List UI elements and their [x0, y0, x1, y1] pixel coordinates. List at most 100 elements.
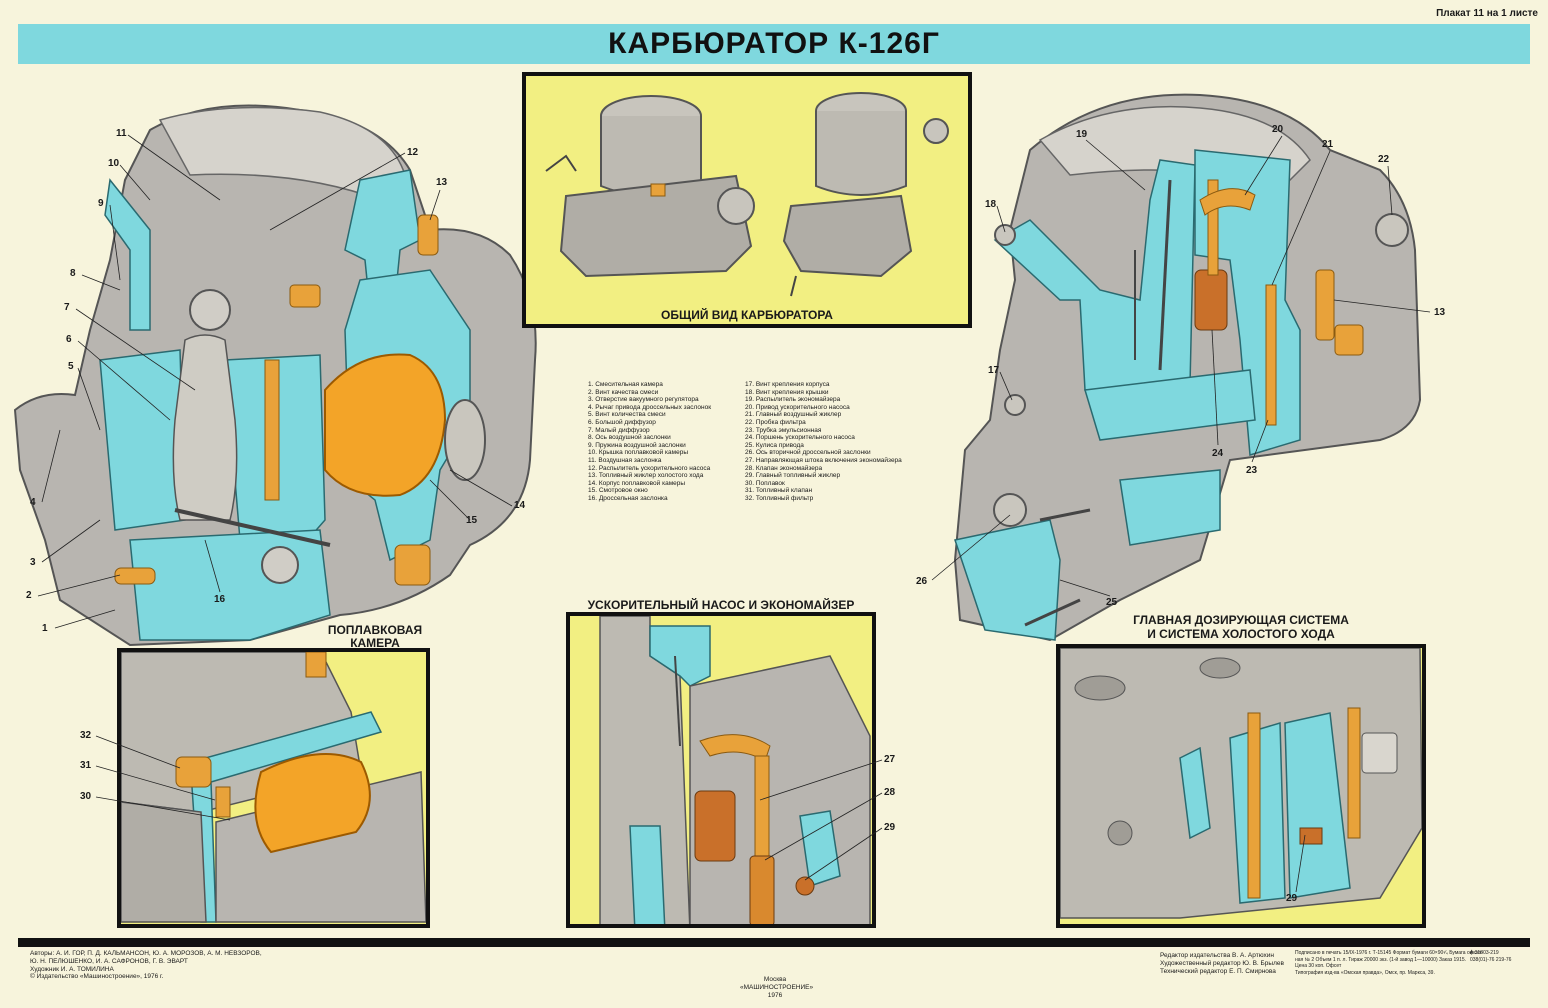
callout-27: 27	[884, 754, 896, 765]
legend-item: 15. Смотровое окно	[588, 487, 648, 495]
legend-item: 26. Ось вторичной дроссельной заслонки	[745, 449, 871, 457]
jet-tube	[264, 359, 280, 501]
callout-5: 5	[68, 361, 74, 372]
credits-print-3: Цена 30 коп. Офсет	[1295, 963, 1342, 969]
emulsion-tube	[1265, 284, 1277, 426]
nut	[394, 544, 431, 586]
callout-3: 3	[30, 557, 36, 568]
credits-codes: А 31803-219 038(01)-76 219-76	[1470, 950, 1511, 963]
legend-item: 2. Винт качества смеси	[588, 388, 659, 396]
callout-20: 20	[1272, 124, 1284, 135]
legend-item: 12. Распылитель ускорительного насоса	[588, 464, 711, 472]
callout-32: 32	[80, 730, 92, 741]
legend-item: 8. Ось воздушной заслонки	[588, 434, 671, 442]
float-chamber-caption-2: КАМЕРА	[350, 636, 400, 650]
plate-note: Плакат 11 на 1 листе	[1436, 8, 1538, 19]
callout-8: 8	[70, 268, 76, 279]
credits-code-1: А 31803-219	[1470, 950, 1499, 956]
idle-jet	[1347, 707, 1361, 839]
callout-2: 2	[26, 590, 32, 601]
credits-code-2: 038(01)-76 219-76	[1470, 956, 1512, 963]
callout-13-right: 13	[1434, 307, 1446, 318]
legend-item: 30. Поплавок	[745, 479, 785, 487]
callout-22: 22	[1378, 154, 1390, 165]
callout-26: 26	[916, 576, 928, 587]
credits-print: Подписано в печать 15/IX-1976 г. Т-15145…	[1295, 950, 1483, 976]
callout-17: 17	[988, 365, 1000, 376]
callout-9: 9	[98, 198, 104, 209]
legend-item: 28. Клапан экономайзера	[745, 464, 823, 472]
callout-25: 25	[1106, 597, 1118, 608]
credits-authors-2: Ю. Н. ПЕЛЮШЕНКО, И. А. САФРОНОВ, Г. В. Э…	[30, 957, 188, 965]
credits-print-2: ная № 2 Объем 1 п. л. Тираж 20000 экз. (…	[1295, 956, 1467, 963]
metering-panel	[1056, 644, 1426, 928]
legend-item: 20. Привод ускорительного насоса	[745, 403, 850, 411]
float	[254, 753, 371, 854]
callout-13: 13	[436, 177, 448, 188]
legend-right: 17. Винт крепления корпуса 18. Винт креп…	[745, 381, 902, 503]
legend-item: 5. Винт количества смеси	[588, 411, 666, 419]
legend-item: 4. Рычаг привода дроссельных заслонок	[588, 403, 712, 411]
cut-section-left	[993, 159, 1196, 391]
legend-item: 27. Направляющая штока включения эконома…	[745, 456, 902, 464]
metering-caption-1: ГЛАВНАЯ ДОЗИРУЮЩАЯ СИСТЕМА	[1133, 613, 1349, 627]
credits-authors-1: Авторы: А. И. ГОР, П. Д. КАЛЬМАНСОН, Ю. …	[30, 950, 262, 957]
pump-drive	[1199, 188, 1256, 216]
legend-item: 19. Распылитель экономайзера	[745, 396, 841, 404]
page-title: КАРБЮРАТОР К-126Г	[608, 27, 940, 60]
legend-left: 1. Смесительная камера 2. Винт качества …	[588, 381, 711, 503]
legend-item: 25. Кулиса привода	[745, 441, 804, 449]
main-jet	[1299, 827, 1323, 845]
legend-item: 9. Пружина воздушной заслонки	[588, 441, 686, 449]
callout-31: 31	[80, 760, 92, 771]
legend-item: 14. Корпус поплавковой камеры	[588, 479, 686, 487]
credits-editors: Редактор издательства В. А. Артюхин Худо…	[1160, 952, 1284, 975]
economizer-valve	[749, 855, 775, 924]
legend-item: 29. Главный топливный жиклер	[745, 472, 841, 480]
credits-editor-1: Редактор издательства В. А. Артюхин	[1160, 952, 1274, 959]
idle-jet	[1315, 269, 1335, 341]
pump-caption: УСКОРИТЕЛЬНЫЙ НАСОС И ЭКОНОМАЙЗЕР	[587, 598, 855, 612]
title-band	[18, 24, 1530, 64]
credits-print-4: Типография изд-ва «Омская правда», Омск,…	[1295, 969, 1435, 976]
credits-editor-3: Технический редактор Е. П. Смирнова	[1160, 967, 1276, 975]
legend-item: 10. Крышка поплавковой камеры	[588, 449, 688, 457]
callout-10: 10	[108, 158, 120, 169]
legend-item: 13. Топливный жиклер холостого хода	[588, 472, 704, 480]
legend-item: 22. Пробка фильтра	[745, 418, 806, 426]
legend-item: 32. Топливный фильтр	[745, 494, 814, 502]
callout-11: 11	[116, 128, 127, 139]
legend-item: 16. Дроссельная заслонка	[588, 494, 668, 502]
float-chamber-caption-1: ПОПЛАВКОВАЯ	[327, 623, 423, 637]
legend-item: 18. Винт крепления крышки	[745, 388, 829, 396]
general-view-drawing	[545, 92, 949, 297]
idle-jet	[417, 214, 439, 256]
credits-publisher: Москва «МАШИНОСТРОЕНИЕ» 1976	[740, 976, 813, 999]
legend-item: 21. Главный воздушный жиклер	[745, 411, 842, 419]
bottom-rule	[18, 938, 1530, 947]
callout-4: 4	[30, 497, 36, 508]
callout-23: 23	[1246, 465, 1258, 476]
callout-29-metering: 29	[1286, 893, 1298, 904]
metering-drawing	[1060, 648, 1422, 924]
emulsion-tube	[1247, 712, 1261, 899]
legend-item: 7. Малый диффузор	[588, 426, 650, 434]
fuel-filter	[175, 756, 212, 788]
legend-item: 6. Большой диффузор	[588, 418, 656, 426]
cut-section-lower	[954, 519, 1061, 641]
metering-caption-2: И СИСТЕМА ХОЛОСТОГО ХОДА	[1147, 627, 1335, 641]
pump-drive	[289, 284, 321, 308]
credits-year: 1976	[767, 991, 783, 999]
callout-18: 18	[985, 199, 997, 210]
callout-6: 6	[66, 334, 72, 345]
legend-item: 31. Топливный клапан	[745, 487, 813, 495]
callout-15: 15	[466, 515, 478, 526]
callout-30: 30	[80, 791, 92, 802]
credits-editor-2: Художественный редактор Ю. В. Брылев	[1160, 959, 1284, 967]
callout-21: 21	[1322, 139, 1334, 150]
